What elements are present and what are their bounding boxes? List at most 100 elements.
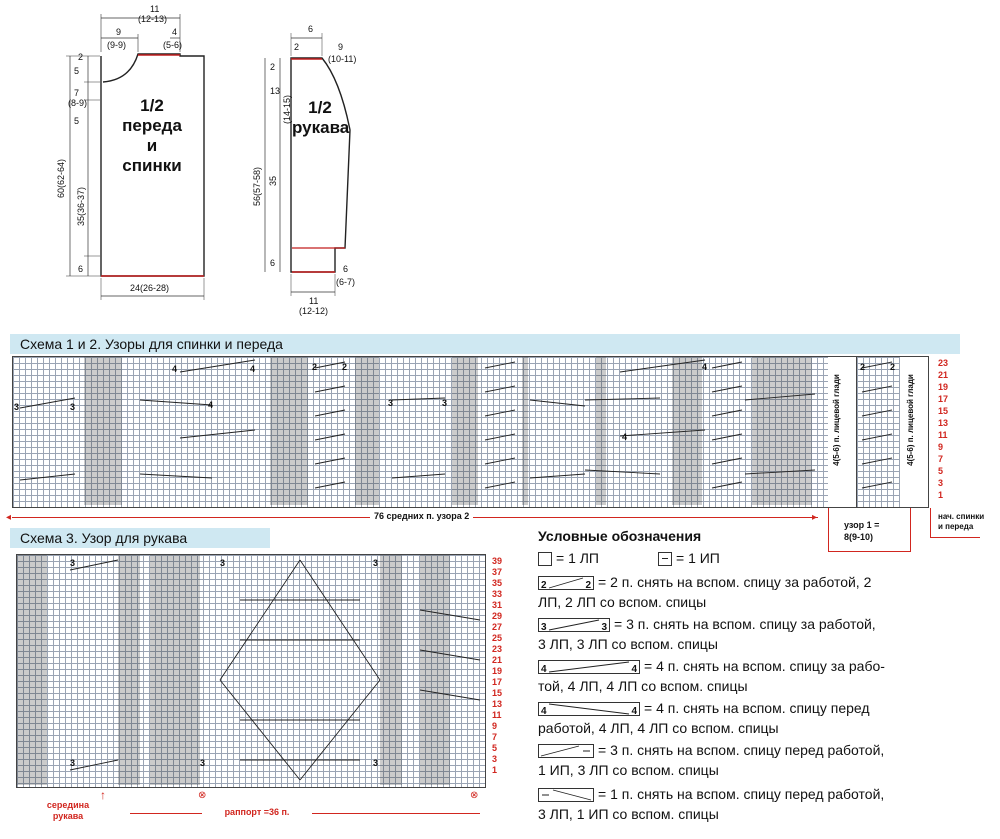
dim-bottom-width: 24(26-28): [130, 283, 170, 293]
cable-3-num-right: 3: [601, 622, 607, 634]
scheme3-row-15: 15: [492, 688, 503, 698]
svg-text:3: 3: [373, 758, 378, 768]
legend-title: Условные обозначения: [538, 528, 702, 544]
cable-num-11: 4: [702, 362, 708, 372]
svg-text:3: 3: [373, 558, 378, 568]
scheme12-row-23: 23: [938, 358, 949, 368]
scheme3-row-17: 17: [492, 677, 503, 687]
sleeve-center-label: середина: [46, 800, 90, 810]
legend-cross-purl-3-text-b: 1 ИП, 3 ЛП со вспом. спицы: [538, 762, 719, 778]
scheme3-row-23: 23: [492, 644, 503, 654]
cable-num-5: 4: [208, 400, 214, 410]
dim-shoulder-alt: (5-6): [163, 40, 183, 50]
start-label-2: и переда: [938, 522, 974, 531]
cross-purl-1-icon: [538, 788, 594, 803]
scheme12-row-9: 9: [938, 442, 944, 452]
cable-num-12: 2: [860, 362, 866, 372]
sleeve-title-line-1: 1/2: [308, 98, 332, 117]
body-title-line-1: 1/2: [140, 96, 164, 115]
pattern1-bracket-left: [828, 508, 829, 552]
svg-text:3: 3: [220, 558, 225, 568]
scheme12-arrow-left: ◂: [6, 512, 12, 523]
cable-2-back-icon: 2 2: [538, 576, 594, 591]
body-title-line-4: спинки: [122, 156, 182, 175]
start-label: нач. спинки: [938, 512, 985, 521]
scheme3-title: Схема 3. Узор для рукава: [10, 528, 270, 548]
cable-num-3: 3: [14, 402, 20, 412]
sleeve-center-arrow: ↑: [100, 788, 106, 802]
sleeve-piece-title: 1/2 рукава: [292, 98, 349, 138]
scheme3-row-7: 7: [492, 732, 498, 742]
scheme3-row-3: 3: [492, 754, 498, 764]
legend-purl-text: = 1 ИП: [676, 550, 720, 566]
dim-neck-alt: (9-9): [107, 40, 127, 50]
scheme12-grid-pattern1: [856, 356, 902, 508]
scheme12-row-21: 21: [938, 370, 949, 380]
sleeve-dim-top-9-alt: (10-11): [328, 54, 357, 64]
scheme12-row-7: 7: [938, 454, 944, 464]
scheme3-row-37: 37: [492, 567, 503, 577]
scheme3-row-27: 27: [492, 622, 503, 632]
dim-left-5a: 5: [74, 66, 80, 76]
scheme12-row-17: 17: [938, 394, 949, 404]
sleeve-dim-top-6: 6: [308, 24, 314, 34]
svg-text:3: 3: [200, 758, 205, 768]
cable-num-9: 3: [442, 398, 448, 408]
cable-4-front-icon: 4 4: [538, 702, 640, 717]
body-title-line-3: и: [146, 136, 158, 155]
sleeve-dim-cuff-alt: (6-7): [336, 277, 356, 287]
scheme3-row-33: 33: [492, 589, 503, 599]
scheme3-row-1: 1: [492, 765, 498, 775]
cable-num-13: 2: [890, 362, 896, 372]
cable-2-num-right: 2: [585, 580, 591, 592]
purl-stitch-icon: [658, 552, 672, 567]
scheme3-row-31: 31: [492, 600, 503, 610]
cable-num-2: 4: [250, 364, 256, 374]
scheme3-row-5: 5: [492, 743, 498, 753]
legend-cable-4-back-text-b: той, 4 ЛП, 4 ЛП со вспом. спицы: [538, 678, 748, 694]
scheme3-row-39: 39: [492, 556, 503, 566]
scheme12-stockinette-right: [900, 356, 929, 508]
legend-cross-purl-3-text-a: = 3 п. снять на вспом. спицу перед работ…: [598, 742, 885, 758]
sleeve-dim-bottom-alt: (12-12): [299, 306, 329, 316]
repeat-end-mark: ⊗: [470, 790, 479, 801]
scheme12-row-3: 3: [938, 478, 944, 488]
knit-stitch-icon: [538, 552, 552, 567]
scheme3-row-21: 21: [492, 655, 503, 665]
legend-cable-4-back: 4 4 = 4 п. снять на вспом. спицу за рабо…: [538, 656, 885, 696]
cable-4b-num-left: 4: [541, 664, 547, 676]
svg-text:3: 3: [70, 558, 75, 568]
legend-cable-3: 3 3 = 3 п. снять на вспом. спицу за рабо…: [538, 614, 876, 654]
legend-cross-purl-1-text-a: = 1 п. снять на вспом. спицу перед работ…: [598, 786, 885, 802]
start-marker-line: [930, 508, 931, 538]
legend-cable-2: 2 2 = 2 п. снять на вспом. спицу за рабо…: [538, 572, 871, 612]
cable-num-8: 3: [388, 398, 394, 408]
cross-purl-3-icon: [538, 744, 594, 759]
dim-left-6: 6: [78, 264, 84, 274]
scheme12-arrow-right: ▸: [812, 512, 818, 523]
legend-purl: = 1 ИП: [658, 548, 720, 568]
start-marker-line-h: [930, 537, 980, 538]
scheme3-row-13: 13: [492, 699, 503, 709]
dim-top-width: 11: [150, 4, 160, 14]
dim-left-5b: 5: [74, 116, 80, 126]
dim-left-2: 2: [78, 52, 84, 62]
legend-cable-3-text-b: 3 ЛП, 3 ЛП со вспом. спицы: [538, 636, 718, 652]
scheme12-grid-main: [12, 356, 830, 508]
scheme3-row-35: 35: [492, 578, 503, 588]
sleeve-schematic-lines: [264, 33, 351, 296]
legend-cable-3-text-a: = 3 п. снять на вспом. спицу за работой,: [614, 616, 876, 632]
pattern1-bracket-right: [910, 508, 911, 552]
dim-shoulder: 4: [172, 27, 178, 37]
scheme3-row-29: 29: [492, 611, 503, 621]
sleeve-dim-top-2: 2: [294, 42, 300, 52]
body-title-line-2: переда: [122, 116, 182, 135]
dim-top-width-alt: (12-13): [138, 14, 168, 24]
sleeve-dim-left-2: 2: [270, 62, 276, 72]
dim-left-8-9: (8-9): [68, 98, 88, 108]
cable-3-num-left: 3: [541, 622, 547, 634]
legend-cable-4-front-text-b: работой, 4 ЛП, 4 ЛП со вспом. спицы: [538, 720, 779, 736]
cable-num-4: 3: [70, 402, 76, 412]
